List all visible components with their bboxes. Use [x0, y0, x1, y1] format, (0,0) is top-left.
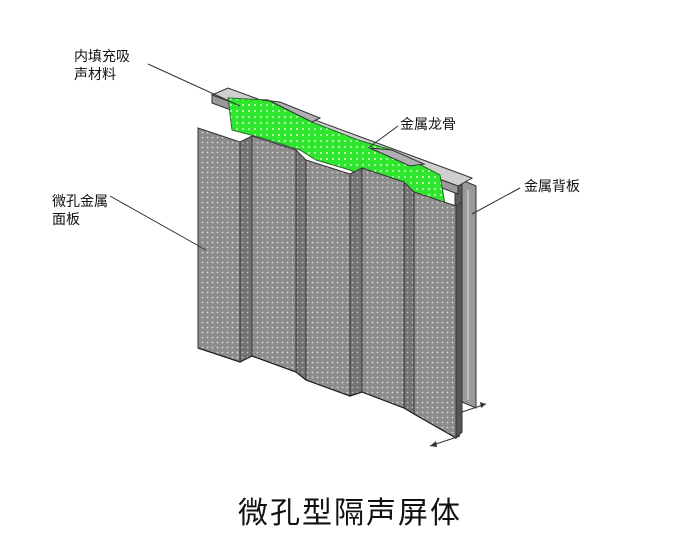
label-infill-line2: 声材料	[74, 67, 116, 83]
label-keel: 金属龙骨	[400, 117, 456, 133]
label-back-panel: 金属背板	[524, 179, 580, 195]
label-face-panel: 微孔金属 面板	[52, 193, 108, 229]
leader-infill	[147, 63, 241, 107]
leader-keel	[367, 125, 399, 149]
leader-lines	[109, 63, 521, 251]
leader-face-panel	[109, 195, 207, 251]
leader-back-panel	[471, 187, 521, 215]
label-face-line2: 面板	[52, 212, 80, 228]
label-infill: 内填充吸 声材料	[74, 48, 130, 84]
label-infill-line1: 内填充吸	[74, 49, 130, 65]
label-face-line1: 微孔金属	[52, 194, 108, 210]
diagram-title: 微孔型隔声屏体	[238, 496, 462, 531]
dimension-arrows	[429, 402, 487, 447]
perforated-metal-face-panel	[197, 127, 463, 440]
